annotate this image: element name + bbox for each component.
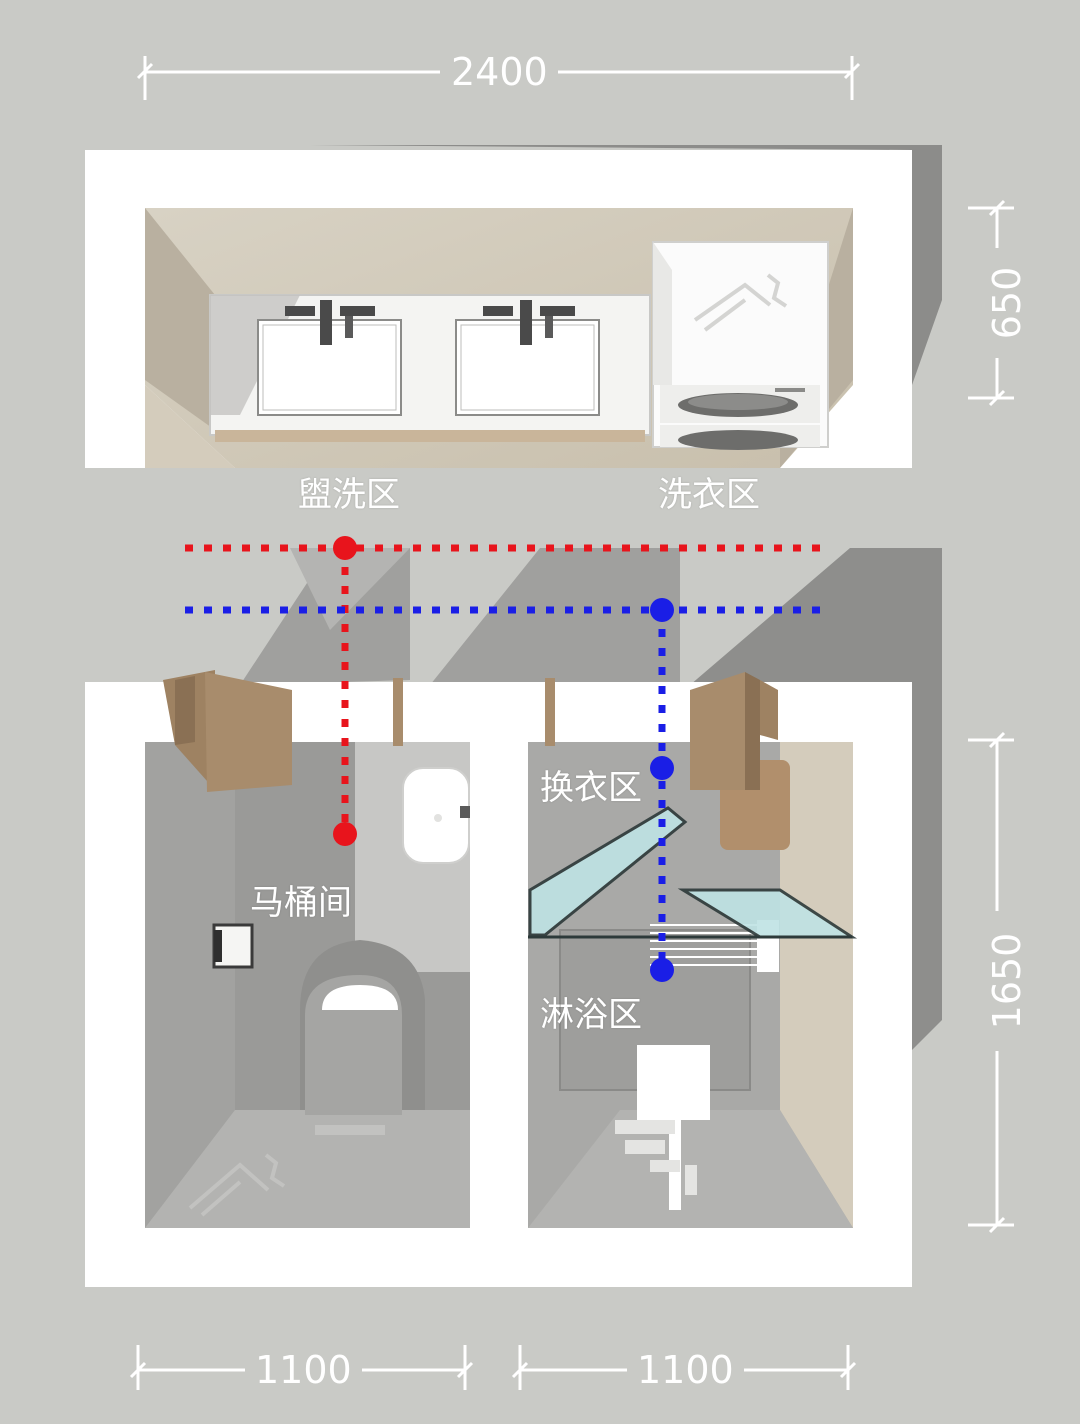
vanity-counter xyxy=(209,294,651,442)
logo-icon xyxy=(693,273,788,332)
small-basin xyxy=(402,767,470,864)
zone-label-laundry: 洗衣区 xyxy=(658,475,760,515)
red-route-end-marker xyxy=(333,822,357,846)
dimension-top xyxy=(136,56,861,100)
toilet xyxy=(305,975,402,1135)
dimension-right-upper xyxy=(968,199,1014,407)
red-route-start-marker xyxy=(333,536,357,560)
left-faucet-icon xyxy=(285,300,375,345)
dimension-top-label: 2400 xyxy=(441,53,558,91)
zone-label-changing: 换衣区 xyxy=(540,768,642,808)
wood-cabinet xyxy=(690,672,790,850)
zone-label-shower: 淋浴区 xyxy=(540,995,642,1035)
dimension-right-upper-label: 650 xyxy=(985,248,1029,358)
logo-icon-bottom xyxy=(188,1153,286,1217)
blue-route-mid-marker xyxy=(650,756,674,780)
left-door xyxy=(163,670,292,792)
blue-route-start-marker xyxy=(650,598,674,622)
zone-label-washing: 盥洗区 xyxy=(298,475,400,515)
dimension-bottom-left xyxy=(129,1345,474,1390)
center-door-frame xyxy=(393,678,555,746)
upper-room xyxy=(85,145,942,468)
washer-dryer xyxy=(652,241,829,450)
dimension-bottom-right-label: 1100 xyxy=(627,1351,744,1389)
zone-label-toilet: 马桶间 xyxy=(250,883,352,923)
towel-rack xyxy=(650,924,760,966)
right-faucet-icon xyxy=(483,300,575,345)
blue-route xyxy=(185,598,825,982)
dimension-right-lower-label: 1650 xyxy=(985,911,1029,1051)
lower-rooms xyxy=(85,548,942,1287)
dimension-right-lower xyxy=(968,731,1014,1234)
shower-fixture xyxy=(615,1045,710,1210)
dimension-bottom-right xyxy=(511,1345,857,1390)
red-route xyxy=(185,536,825,846)
blue-route-end-marker xyxy=(650,958,674,982)
paper-holder-icon xyxy=(212,923,254,969)
dimension-bottom-left-label: 1100 xyxy=(245,1351,362,1389)
glass-partition xyxy=(528,806,858,939)
